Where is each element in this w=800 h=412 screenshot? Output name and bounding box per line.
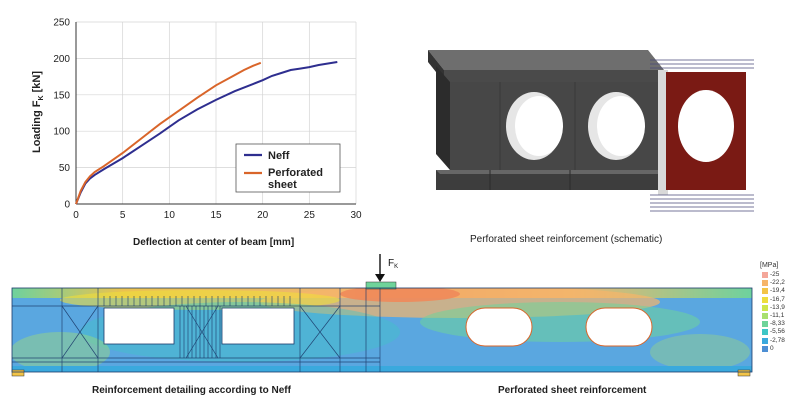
fea-stress-plot: FK <box>11 254 753 377</box>
x-tick-label: 30 <box>350 210 362 221</box>
beam-schematic <box>428 50 754 212</box>
web-opening-right <box>588 92 645 160</box>
web-opening-left <box>506 92 563 160</box>
stress-scale-value: -11,1 <box>770 311 785 319</box>
stirrup-hatching <box>103 296 291 358</box>
y-axis-label: Loading FK [kN] <box>31 71 45 153</box>
stress-scale-value: -2,78 <box>770 336 785 344</box>
load-deflection-chart: 0 5 10 15 20 25 30 0 50 100 150 200 250 Loading FK … <box>31 18 362 222</box>
stress-scale-level: -11,1 <box>760 312 798 320</box>
x-tick-label: 5 <box>120 210 126 221</box>
y-tick-label: 50 <box>59 163 71 174</box>
x-tick-label: 20 <box>257 210 269 221</box>
fea-opening-rect-2 <box>221 307 295 345</box>
stress-scale-swatch <box>762 288 768 295</box>
chart-axes <box>75 22 356 205</box>
x-tick-label: 10 <box>164 210 176 221</box>
stress-scale-value: -22,2 <box>770 279 785 287</box>
y-tick-label: 150 <box>53 90 70 101</box>
fea-caption-neff: Reinforcement detailing according to Nef… <box>92 385 291 396</box>
stress-scale-value: -16,7 <box>770 295 785 303</box>
y-tick-label: 250 <box>53 18 70 29</box>
bottom-flange <box>436 170 658 190</box>
stress-scale-swatch <box>762 272 768 278</box>
stress-scale-level: 0 <box>760 345 798 353</box>
perforated-steel-plate <box>666 72 746 190</box>
fea-opening-oval-2 <box>585 307 653 347</box>
stress-scale-value: -19,4 <box>770 287 785 295</box>
stress-color-scale: [MPa] -25-22,2-19,4-16,7-13,9-11,1-8,33-… <box>760 262 798 353</box>
chart-series <box>75 61 338 205</box>
stress-scale-level: -22,2 <box>760 279 798 287</box>
stress-scale-swatch <box>762 321 768 328</box>
x-tick-label: 15 <box>210 210 222 221</box>
stress-scale-value: -13,9 <box>770 303 785 311</box>
stress-scale-swatch <box>762 329 768 336</box>
stress-scale-swatch <box>762 296 768 303</box>
chart-grid <box>75 21 357 205</box>
legend-label-neff: Neff <box>268 150 290 162</box>
stress-scale-level: -16,7 <box>760 296 798 304</box>
fea-opening-oval-1 <box>465 307 533 347</box>
top-flange-front <box>444 70 664 82</box>
y-tick-labels: 0 50 100 150 200 250 <box>53 18 70 211</box>
y-tick-label: 200 <box>53 54 70 65</box>
stress-scale-swatch <box>762 280 768 287</box>
stress-scale-level: -13,9 <box>760 304 798 312</box>
stress-scale-swatch <box>762 312 768 319</box>
support-left <box>11 369 25 377</box>
stress-scale-level: -19,4 <box>760 287 798 295</box>
y-tick-label: 0 <box>64 200 70 211</box>
x-tick-label: 0 <box>73 210 79 221</box>
stress-scale-value: -25 <box>770 271 780 278</box>
stress-scale-value: -8,33 <box>770 320 785 328</box>
beam-web-end <box>436 66 450 170</box>
reinforcement-bars <box>650 59 754 212</box>
stress-scale-swatch <box>762 304 768 311</box>
stress-scale-swatch <box>762 337 768 344</box>
top-flange-top <box>428 50 664 70</box>
stress-scale-level: -25 <box>760 271 798 279</box>
schematic-caption: Perforated sheet reinforcement (schemati… <box>470 234 663 245</box>
series-line-perforated-sheet <box>75 61 262 205</box>
load-label: FK <box>388 258 398 270</box>
stress-scale-value: -5,56 <box>770 328 785 336</box>
x-tick-labels: 0 5 10 15 20 25 30 <box>73 210 362 221</box>
support-right <box>737 369 751 377</box>
chart-caption: Deflection at center of beam [mm] <box>133 237 295 248</box>
load-plate <box>365 281 397 290</box>
cut-section <box>658 70 668 195</box>
load-arrow-icon <box>375 274 385 282</box>
stress-scale-level: -2,78 <box>760 337 798 345</box>
stress-scale-value: 0 <box>770 344 774 352</box>
fea-opening-rect-1 <box>103 307 175 345</box>
x-tick-label: 25 <box>304 210 316 221</box>
stress-scale-level: -5,56 <box>760 328 798 336</box>
fea-caption-perforated: Perforated sheet reinforcement <box>498 385 647 396</box>
series-line-neff <box>75 61 338 205</box>
stress-scale-level: -8,33 <box>760 320 798 328</box>
y-tick-label: 100 <box>53 127 70 138</box>
stress-scale-swatch <box>762 345 768 352</box>
stress-scale-unit: [MPa] <box>760 262 779 269</box>
